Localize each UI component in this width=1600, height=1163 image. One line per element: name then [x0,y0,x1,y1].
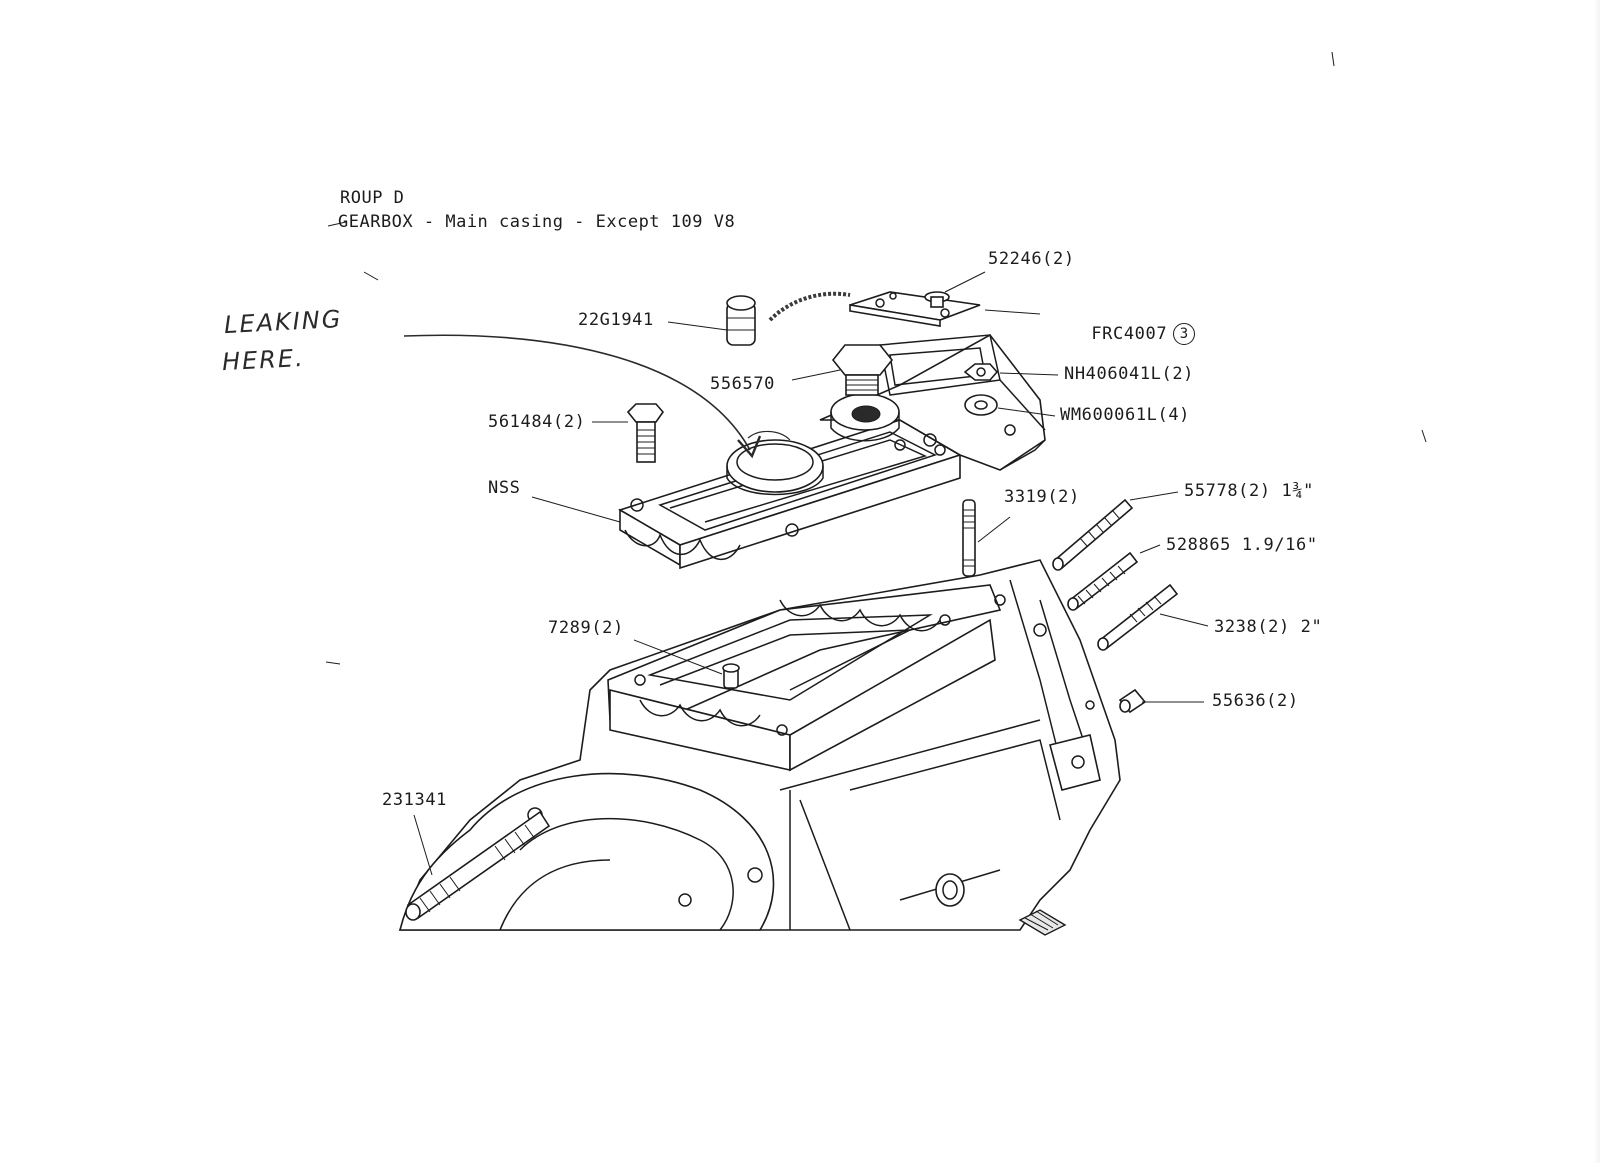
stud-3319 [962,499,976,577]
part-label-55778: 55778(2) 1¾" [1184,481,1315,501]
part-label-528865: 528865 1.9/16" [1166,535,1318,555]
dowel-55636 [1118,688,1147,714]
part-label-7289: 7289(2) [548,618,624,638]
part-label-nh406041l: NH406041L(2) [1064,364,1195,384]
part-label-561484: 561484(2) [488,412,586,432]
leader-lines [413,271,1209,876]
part-label-231341: 231341 [382,790,448,810]
casing-top-opening [607,584,1006,772]
breather [726,295,756,346]
part-label-556570: 556570 [710,374,776,394]
stud-55778 [1052,498,1134,571]
handwritten-arrow [403,334,791,459]
stud-3238 [1097,583,1179,651]
nut-and-washer [963,363,999,416]
part-label-55636: 55636(2) [1212,691,1299,711]
cover-plate [768,291,981,327]
filler-plug [831,344,894,396]
stud-231341 [405,810,551,921]
part-label-frc4007-text: FRC4007 [1091,324,1168,344]
scan-edge [1594,0,1600,1163]
part-label-3238: 3238(2) 2" [1214,617,1323,637]
part-label-3319: 3319(2) [1004,487,1080,507]
part-label-wm600061l: WM600061L(4) [1060,405,1191,425]
part-label-nss: NSS [488,478,521,498]
stud-528865 [1067,551,1139,611]
part-label-22g1941: 22G1941 [578,310,654,330]
quantity-circle: 3 [1173,323,1196,345]
scan-marks [325,51,1427,665]
bolt-561484 [626,403,665,463]
top-cover [618,333,1046,570]
part-label-52246: 52246(2) [988,249,1075,269]
diagram-title: GEARBOX - Main casing - Except 109 V8 [338,212,736,232]
group-label: ROUP D [340,188,405,208]
